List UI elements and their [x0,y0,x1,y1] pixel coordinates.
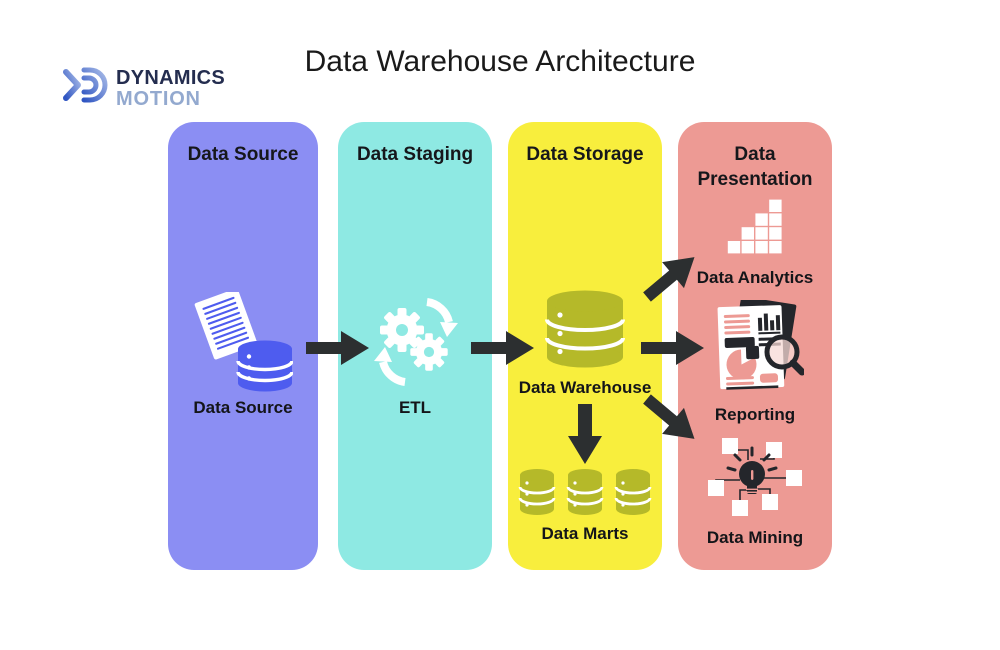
label-etl: ETL [398,398,432,417]
label-data-mining: Data Mining [706,528,804,547]
label-data-marts: Data Marts [541,524,629,543]
database-group-icon [518,467,652,525]
documents-database-icon [193,288,294,399]
label-data-warehouse: Data Warehouse [518,378,652,397]
label-reporting: Reporting [714,405,796,424]
dynamics-motion-logo-icon [62,62,110,115]
column-header: Data Storage [526,144,644,165]
column-header: Data Presentation [697,144,813,191]
database-icon [540,290,630,373]
bar-chart-icon [727,198,783,260]
page-title: Data Warehouse Architecture [304,45,696,78]
report-magnifier-icon [709,296,806,397]
logo-text-dynamics: DYNAMICS [116,66,226,89]
column-data-staging: Data Staging [338,122,492,570]
lightbulb-network-icon [704,432,804,527]
gears-sync-icon [372,296,460,393]
column-header: Data Staging [356,144,474,165]
logo-text-motion: MOTION [116,87,201,110]
column-data-presentation: Data Presentation Data Analytics [678,122,832,570]
column-header: Data Source [187,144,299,165]
label-data-analytics: Data Analytics [696,268,814,287]
column-data-storage: Data Storage Data Warehouse [508,122,662,570]
column-data-source: Data Source [168,122,318,570]
label-data-source: Data Source [193,398,293,417]
logo: DYNAMICS MOTION [62,62,225,115]
